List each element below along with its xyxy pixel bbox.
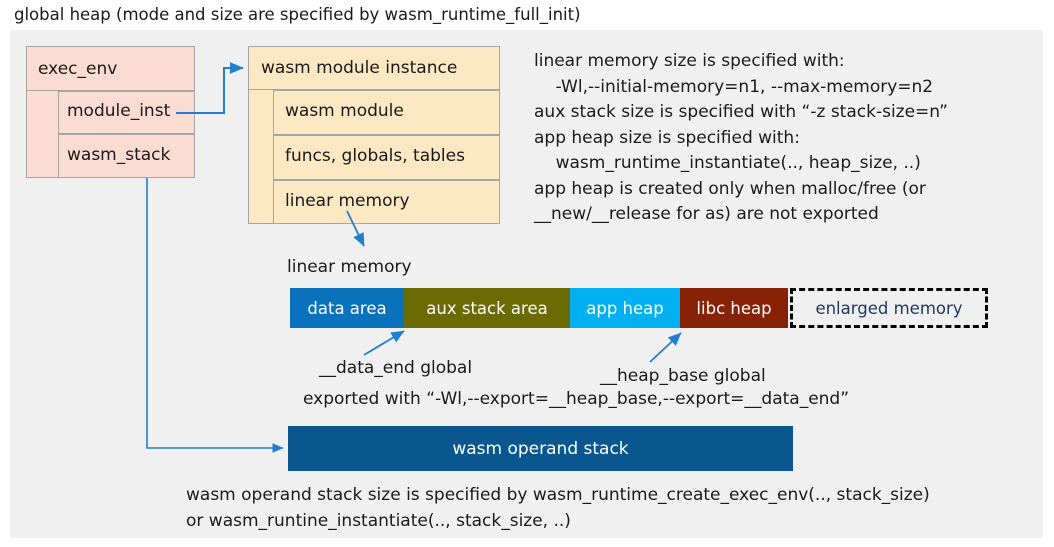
memory-segment-data-area: data area <box>290 288 404 328</box>
exec-env-field-module-inst-label: module_inst <box>67 101 171 121</box>
page-title: global heap (mode and size are specified… <box>14 5 581 24</box>
wasm-module-instance-field-linear-memory-cell <box>273 180 500 224</box>
memory-segment-enlarged-memory: enlarged memory <box>790 288 988 328</box>
wasm-module-instance-field-funcs-cell <box>273 135 500 180</box>
annotation-exported-with: exported with “-Wl,--export=__heap_base,… <box>303 389 850 409</box>
wasm-module-instance-header-cell <box>248 46 500 90</box>
operand-stack-notes: wasm operand stack size is specified by … <box>186 485 930 531</box>
annotation-data-end: __data_end global <box>319 358 473 378</box>
memory-segment-aux-stack-area: aux stack area <box>404 288 570 328</box>
exec-env-field-wasm-stack-cell <box>58 134 195 178</box>
linear-memory-band: data area aux stack area app heap libc h… <box>290 288 988 328</box>
wasm-module-instance-field-wasm-module-cell <box>273 90 500 135</box>
linear-memory-notes: linear memory size is specified with: -W… <box>534 51 948 224</box>
exec-env-field-wasm-stack-label: wasm_stack <box>67 145 171 165</box>
wasm-module-instance-field-linear-memory-label: linear memory <box>285 191 410 211</box>
memory-segment-libc-heap: libc heap <box>680 288 788 328</box>
exec-env-field-module-inst-cell <box>58 91 195 134</box>
wasm-module-instance-field-funcs-label: funcs, globals, tables <box>285 146 465 166</box>
wasm-module-instance-field-wasm-module-label: wasm module <box>285 101 404 121</box>
exec-env-label: exec_env <box>38 59 118 79</box>
linear-memory-band-caption: linear memory <box>287 257 412 277</box>
memory-segment-app-heap: app heap <box>570 288 680 328</box>
exec-env-header-cell <box>26 46 195 91</box>
wasm-module-instance-label: wasm module instance <box>261 58 458 78</box>
annotation-heap-base: __heap_base global <box>600 366 766 386</box>
wasm-operand-stack-bar: wasm operand stack <box>288 426 793 471</box>
